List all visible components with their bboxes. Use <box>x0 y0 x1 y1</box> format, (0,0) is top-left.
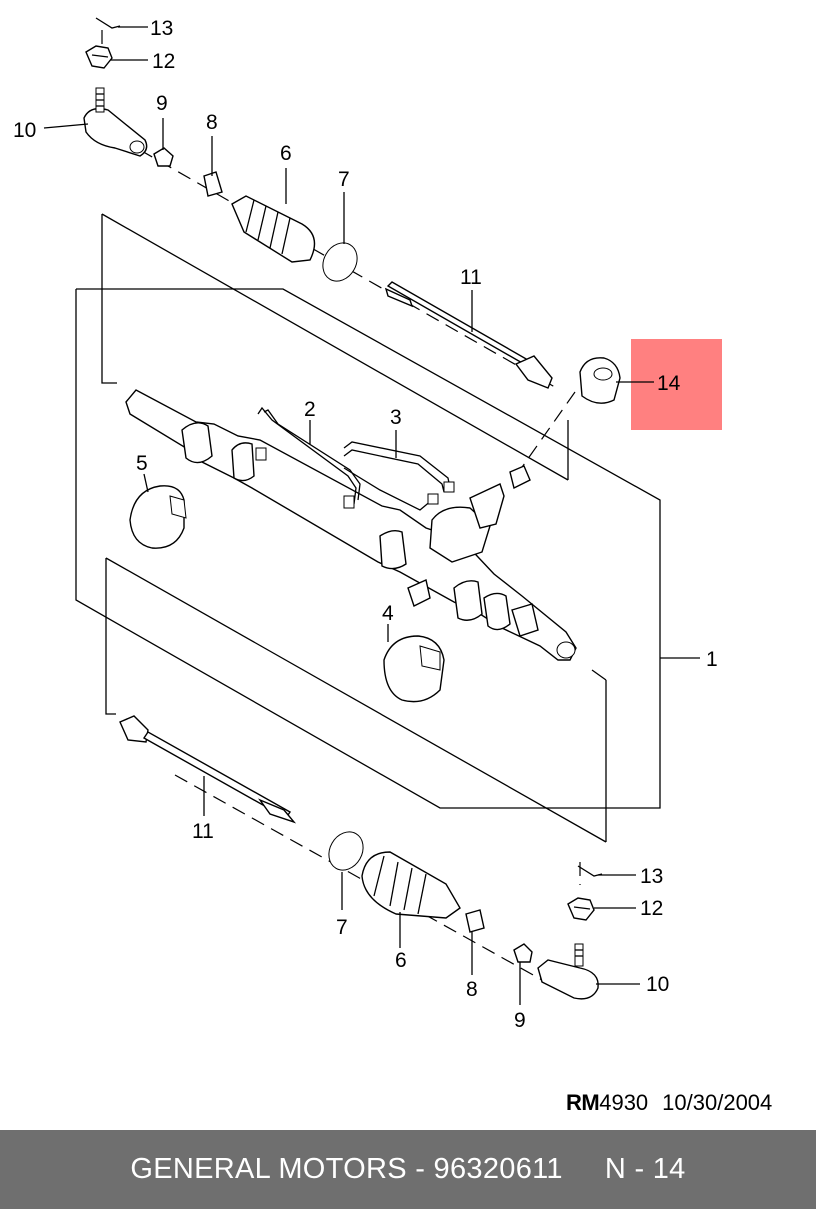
boot-bottom <box>361 851 461 919</box>
boot-ring-bottom <box>328 831 364 871</box>
clamp-bottom <box>465 909 485 933</box>
callout-14: 14 <box>657 372 681 395</box>
pipe-3 <box>343 441 455 511</box>
callout-11-top: 11 <box>460 266 482 289</box>
footer-part-number: GENERAL MOTORS - 96320611 <box>130 1153 563 1185</box>
callout-10-bottom: 10 <box>646 973 669 996</box>
callout-8-bottom: 8 <box>466 978 478 1001</box>
tie-rod-bottom <box>119 715 297 824</box>
callout-10-top: 10 <box>13 119 36 142</box>
drawing-stamp: RM4930 10/30/2004 <box>566 1090 772 1116</box>
callout-9-top: 9 <box>156 92 168 115</box>
part-14-highlight <box>631 339 722 430</box>
bushing-14 <box>579 357 621 404</box>
boot-top <box>231 195 316 263</box>
steering-rack-exploded-diagram: 13 12 10 9 8 6 7 11 14 2 3 5 4 1 11 7 6 … <box>13 17 722 1032</box>
footer-bar: GENERAL MOTORS - 96320611 N - 14 <box>0 1130 816 1209</box>
footer-position-code: N - 14 <box>604 1153 686 1185</box>
pipe-2 <box>255 406 361 509</box>
cotter-pin-top <box>95 17 121 29</box>
callout-6-bottom: 6 <box>395 949 407 972</box>
drawing-date: 10/30/2004 <box>662 1090 773 1115</box>
clamp-top <box>203 171 223 197</box>
rack-housing <box>125 389 577 661</box>
tie-rod-end-bottom <box>537 943 599 1000</box>
callout-12-top: 12 <box>152 50 175 73</box>
callout-8-top: 8 <box>206 111 218 134</box>
drawing-code-number: 4930 <box>599 1090 649 1115</box>
callout-7-bottom: 7 <box>336 916 348 939</box>
callout-1: 1 <box>706 648 718 671</box>
callout-13-bottom: 13 <box>640 865 663 888</box>
callout-7-top: 7 <box>338 168 350 191</box>
callout-11-bottom: 11 <box>192 820 214 843</box>
callout-12-bottom: 12 <box>640 897 663 920</box>
castle-nut-top <box>85 45 113 69</box>
tie-rod-top <box>384 281 553 389</box>
castle-nut-bottom <box>567 897 595 921</box>
drawing-code-prefix: RM <box>566 1090 600 1115</box>
mount-5 <box>129 485 187 549</box>
boot-ring-top <box>322 242 358 282</box>
callout-labels: 13 12 10 9 8 6 7 11 14 2 3 5 4 1 11 7 6 … <box>13 17 718 1032</box>
assembly-outline <box>75 213 700 843</box>
callout-9-bottom: 9 <box>514 1009 526 1032</box>
callout-13-top: 13 <box>150 17 173 40</box>
leader-lines <box>43 26 654 1005</box>
callout-6-top: 6 <box>280 142 292 165</box>
callout-3: 3 <box>390 406 402 429</box>
lock-nut-bottom <box>513 943 533 963</box>
callout-4: 4 <box>382 602 394 625</box>
callout-5: 5 <box>136 452 148 475</box>
tie-rod-end-top <box>83 87 148 157</box>
mount-4 <box>383 635 445 703</box>
callout-2: 2 <box>304 398 316 421</box>
lock-nut-top <box>153 147 174 167</box>
